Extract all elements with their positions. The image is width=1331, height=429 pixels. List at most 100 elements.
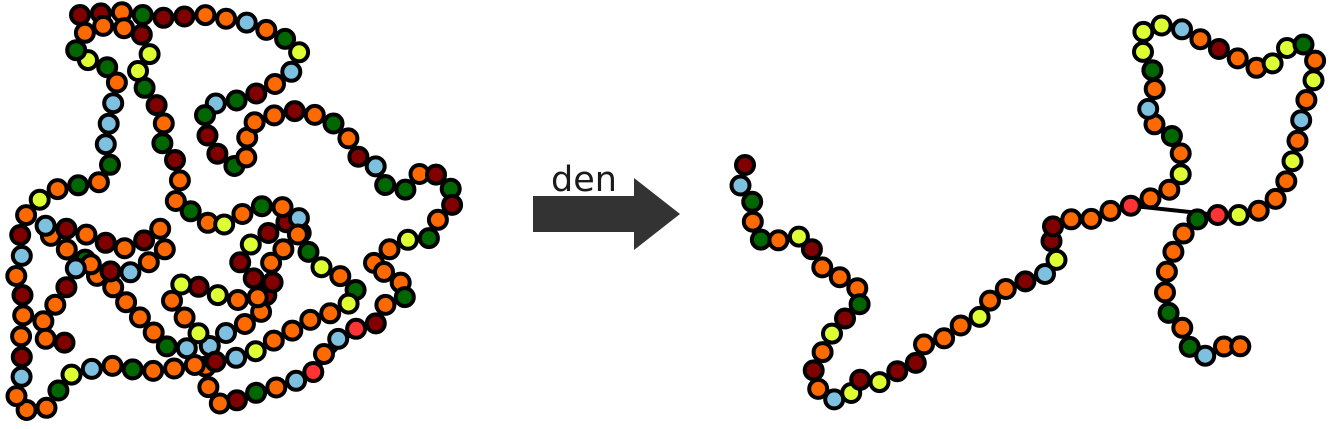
- amino-acid-bead: [886, 360, 909, 383]
- amino-acid-bead: [347, 145, 370, 168]
- amino-acid-bead: [53, 331, 76, 354]
- amino-acid-bead: [105, 71, 128, 94]
- amino-acid-bead: [303, 103, 326, 126]
- amino-acid-bead: [274, 27, 297, 50]
- amino-acid-bead: [1137, 97, 1160, 120]
- amino-acid-bead: [1226, 47, 1249, 70]
- amino-acid-bead: [319, 302, 342, 325]
- amino-acid-bead: [994, 278, 1017, 300]
- denaturation-arrow: den: [533, 160, 680, 250]
- amino-acid-bead: [741, 190, 764, 213]
- amino-acid-bead: [968, 305, 991, 328]
- amino-acid-bead: [834, 307, 856, 330]
- amino-acid-bead: [235, 146, 258, 169]
- amino-acid-bead: [244, 340, 267, 363]
- amino-acid-bead: [173, 306, 196, 329]
- amino-acid-bead: [12, 304, 35, 327]
- amino-acid-bead: [152, 112, 175, 135]
- amino-acid-bead: [161, 289, 183, 312]
- amino-acid-bead: [206, 284, 229, 307]
- amino-acid-bead: [802, 359, 825, 382]
- amino-acid-bead: [327, 327, 350, 350]
- arrow-right-icon: [533, 178, 680, 250]
- amino-acid-bead: [155, 335, 178, 358]
- amino-acid-bead: [378, 238, 401, 261]
- amino-acid-bead: [1042, 215, 1064, 238]
- crosslink-bead: [1119, 194, 1142, 217]
- amino-acid-bead: [374, 293, 397, 316]
- amino-acid-bead: [102, 92, 125, 115]
- amino-acid-bead: [137, 251, 160, 274]
- amino-acid-bead: [1189, 28, 1212, 51]
- amino-acid-bead: [10, 244, 33, 267]
- amino-acid-bead: [787, 225, 810, 248]
- amino-acid-bead: [9, 224, 32, 246]
- amino-acid-bead: [34, 214, 57, 237]
- amino-acid-bead: [92, 14, 115, 37]
- amino-acid-bead: [1261, 52, 1284, 75]
- amino-acid-bead: [821, 322, 843, 345]
- amino-acid-bead: [5, 265, 28, 287]
- amino-acid-bead: [1304, 49, 1327, 72]
- amino-acid-bead: [196, 124, 219, 147]
- amino-acid-bead: [229, 251, 252, 274]
- amino-acid-bead: [426, 208, 449, 231]
- amino-acid-bead: [231, 203, 254, 225]
- amino-acid-bead: [87, 171, 110, 194]
- crosslink-bead: [1206, 204, 1229, 226]
- amino-acid-bead: [255, 18, 278, 41]
- amino-acid-bead: [1169, 163, 1192, 186]
- amino-acid-bead: [271, 196, 294, 219]
- amino-acid-bead: [374, 174, 397, 196]
- amino-acid-bead: [373, 260, 395, 283]
- amino-acid-bead: [800, 238, 823, 261]
- amino-acid-bead: [1194, 344, 1217, 367]
- amino-acid-bead: [163, 357, 186, 380]
- crosslink-bead: [302, 361, 325, 383]
- amino-acid-bead: [215, 7, 238, 30]
- amino-acid-bead: [164, 149, 186, 171]
- amino-acid-bead: [101, 354, 124, 377]
- amino-acid-bead: [34, 327, 57, 350]
- amino-acid-bead: [828, 266, 851, 289]
- amino-acid-bead: [904, 351, 927, 374]
- amino-acid-bead: [1157, 301, 1180, 324]
- amino-acid-bead: [1141, 59, 1164, 82]
- amino-acid-bead: [145, 94, 168, 117]
- amino-acid-bead: [99, 260, 122, 283]
- amino-acid-bead: [10, 325, 33, 348]
- amino-acid-bead: [1150, 14, 1173, 37]
- amino-acid-bead: [35, 396, 58, 419]
- amino-acid-bead: [187, 322, 210, 345]
- amino-acid-bead: [73, 21, 96, 44]
- amino-acid-bead: [119, 261, 142, 284]
- amino-acid-bead: [213, 213, 236, 236]
- amino-acid-bead: [264, 73, 286, 95]
- amino-acid-bead: [749, 228, 772, 251]
- amino-acid-bead: [1286, 129, 1309, 152]
- amino-acid-bead: [1099, 199, 1122, 222]
- amino-acid-bead: [208, 392, 231, 415]
- amino-acid-bead: [94, 133, 117, 156]
- amino-acid-bead: [286, 223, 309, 246]
- amino-acid-bead: [5, 385, 28, 408]
- amino-acid-bead: [811, 256, 834, 279]
- amino-acid-bead: [15, 204, 38, 227]
- amino-acid-bead: [1264, 187, 1287, 210]
- amino-acid-bead: [260, 251, 283, 274]
- amino-acid-bead: [285, 369, 308, 392]
- amino-acid-bead: [55, 276, 78, 299]
- amino-acid-bead: [99, 153, 121, 176]
- amino-acid-bead: [28, 188, 51, 211]
- amino-acid-bead: [394, 178, 417, 201]
- amino-acid-bead: [1227, 204, 1250, 226]
- amino-acid-bead: [1171, 316, 1194, 339]
- amino-acid-bead: [1132, 20, 1155, 43]
- amino-acid-bead: [206, 142, 229, 165]
- amino-acid-bead: [1186, 208, 1209, 231]
- amino-acid-bead: [243, 111, 266, 134]
- amino-acid-bead: [1158, 178, 1181, 201]
- amino-acid-bead: [1292, 33, 1315, 56]
- amino-acid-bead: [179, 200, 202, 223]
- amino-acid-bead: [265, 376, 288, 399]
